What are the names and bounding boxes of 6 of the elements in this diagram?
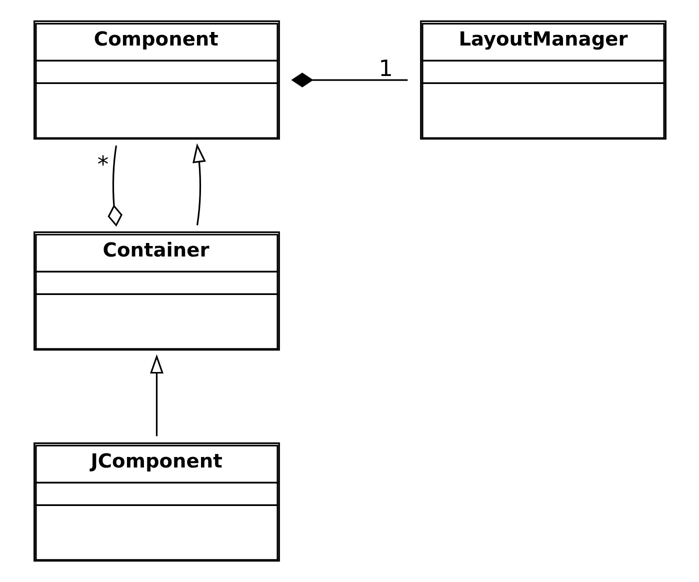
- arrow: [149, 354, 163, 436]
- connector: [107, 146, 122, 227]
- arrow: [192, 143, 206, 226]
- connector: [290, 72, 408, 88]
- edge-label: 1: [378, 56, 392, 82]
- edge-label: *: [96, 152, 108, 178]
